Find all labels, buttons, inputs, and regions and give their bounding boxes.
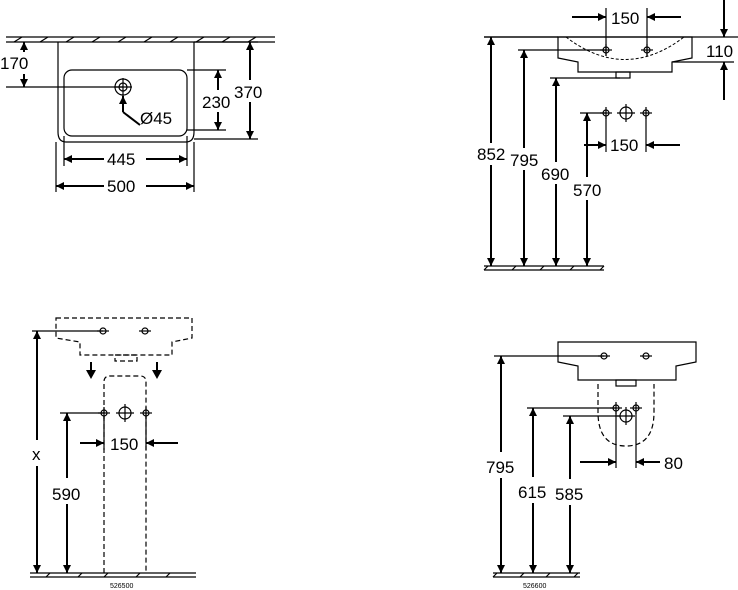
dim-852-label: 852 [477,145,505,164]
dim-370: 370 [194,41,262,140]
dim-150-top-label: 150 [611,9,639,28]
dim-585: 585 [555,415,620,573]
dim-795-side-label: 795 [510,151,538,170]
dim-150-top: 150 [572,8,681,56]
article-code-526500: 526500 [110,583,133,590]
dim-795-semi-label: 795 [486,458,514,477]
tap-holes-front [600,44,653,56]
semi-pedestal-view: 795 615 585 80 5 [486,341,697,590]
bowl-outline [63,69,188,137]
dim-585-label: 585 [555,485,583,504]
dim-690: 690 [541,77,620,266]
tap-holes-semi [598,352,652,360]
dim-615: 615 [518,407,616,573]
dim-852: 852 [477,36,558,266]
wall-hatch-top [6,36,275,43]
dim-570: 570 [573,112,606,266]
floor-hatch-side [483,265,605,271]
dim-500-label: 500 [107,177,135,196]
dim-500: 500 [55,142,195,196]
dim-150-lower: 150 [584,116,680,155]
side-wall-view: 150 110 852 795 [477,0,738,271]
supply-connections-semi [610,402,642,425]
dim-150-pedestal: 150 [80,416,178,454]
basin-outline [57,42,195,143]
basin-pedestal-outline [55,317,193,356]
dim-110-label: 110 [706,42,733,61]
dim-230-label: 230 [202,93,230,112]
dim-690-label: 690 [541,165,569,184]
dim-x-label: x [32,445,41,464]
dim-615-label: 615 [518,483,546,502]
dim-570-label: 570 [573,181,601,200]
basin-semi-outline [557,341,697,381]
dim-445: 445 [63,136,188,169]
dim-110: 110 [672,0,734,100]
dim-x: x [32,330,103,573]
dim-795-semi: 795 [486,355,604,573]
semi-pedestal-outline [597,384,655,447]
dim-590: 590 [52,412,104,573]
dim-170: 170 [0,42,123,88]
dim-445-label: 445 [107,150,135,169]
dim-230: 230 [187,69,230,131]
basin-front-outline [557,36,693,73]
dim-170-label: 170 [0,54,28,73]
supply-connections-side [600,104,652,122]
floor-hatch-pedestal [30,572,196,578]
dim-370-label: 370 [234,83,262,102]
supply-connections-pedestal [98,404,152,422]
install-arrows [86,362,162,379]
pedestal-view: x 590 150 526500 [30,317,196,590]
tap-holes-pedestal [97,327,151,335]
dim-590-label: 590 [52,485,80,504]
dim-diameter-45: Ø45 [119,96,172,128]
dim-45-label: Ø45 [140,109,172,128]
dim-80-label: 80 [664,454,683,473]
dim-80: 80 [580,411,683,473]
top-view: 170 230 370 Ø45 [0,36,275,196]
dim-150-pedestal-label: 150 [110,435,138,454]
pedestal-outline [103,375,147,573]
article-code-526600: 526600 [523,583,546,590]
dim-150-lower-label: 150 [610,136,638,155]
dim-795-side: 795 [510,49,606,266]
floor-hatch-semi [492,572,580,578]
